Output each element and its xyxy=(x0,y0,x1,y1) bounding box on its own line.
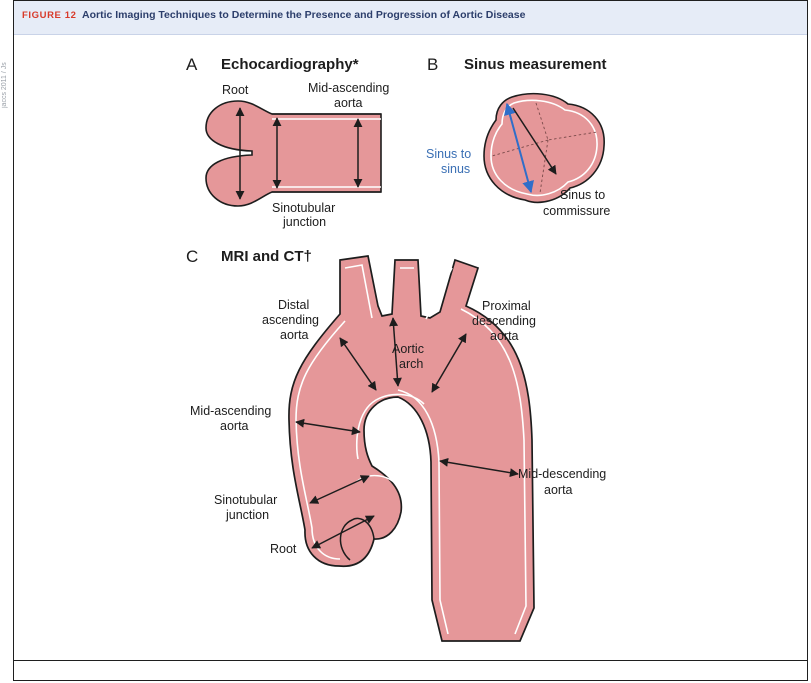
sinus-to-commissure-arrow xyxy=(512,107,557,175)
label-proximal-a: Proximal xyxy=(482,299,531,313)
panel-b-letter: B xyxy=(427,55,438,74)
label-sinus-to-commissure-a: Sinus to xyxy=(560,188,605,202)
echo-aorta-shape xyxy=(205,100,382,207)
root-arrow xyxy=(311,515,375,549)
label-root: Root xyxy=(222,83,249,97)
figure-title: Aortic Imaging Techniques to Determine t… xyxy=(82,9,526,21)
proximal-descending-arrow xyxy=(431,333,467,393)
label-distal-c: aorta xyxy=(280,328,309,342)
label-mid-asc-b: aorta xyxy=(220,419,249,433)
label-mid-desc-b: aorta xyxy=(544,483,573,497)
sinus-trefoil xyxy=(483,92,605,204)
label-proximal-c: aorta xyxy=(490,329,519,343)
panel-a: A Echocardiography* Root Mid-ascending a… xyxy=(186,55,389,229)
sinotubular-arrow xyxy=(309,475,370,504)
panel-b: B Sinus measurement Sinus to sinus Sinus… xyxy=(426,55,610,218)
label-stj-a: Sinotubular xyxy=(214,493,277,507)
commissure-lines xyxy=(491,102,598,194)
label-stj-b: junction xyxy=(225,508,269,522)
panel-c-title: MRI and CT† xyxy=(221,248,312,265)
sinus-to-sinus-arrow xyxy=(504,102,534,194)
label-sinus-to-commissure-b: commissure xyxy=(543,204,610,218)
label-mid-asc-a: Mid-ascending xyxy=(190,404,271,418)
label-arch-b: arch xyxy=(399,357,423,371)
label-sinus-to-sinus-a: Sinus to xyxy=(426,147,471,161)
label-mid-desc-a: Mid-descending xyxy=(518,467,606,481)
panel-a-letter: A xyxy=(186,55,198,74)
panel-c-letter: C xyxy=(186,247,198,266)
distal-ascending-arrow xyxy=(339,337,377,391)
label-sinotubular-b: junction xyxy=(282,215,326,229)
mid-descending-arrow xyxy=(439,457,519,478)
label-sinotubular-a: Sinotubular xyxy=(272,201,335,215)
label-mid-ascending-b: aorta xyxy=(334,96,363,110)
bottom-rule xyxy=(14,660,807,661)
panel-a-title: Echocardiography* xyxy=(221,56,359,73)
label-distal-a: Distal xyxy=(278,298,309,312)
figure-header xyxy=(14,1,807,35)
figure-number: FIGURE 12 xyxy=(22,10,77,21)
mid-ascending-arrow xyxy=(295,418,361,436)
label-mid-ascending-a: Mid-ascending xyxy=(308,81,389,95)
label-arch-a: Aortic xyxy=(392,342,424,356)
label-proximal-b: descending xyxy=(472,314,536,328)
panel-c: C MRI and CT† Distal ascending aorta Aor… xyxy=(186,247,606,642)
label-root-c: Root xyxy=(270,542,297,556)
arch-arrow xyxy=(389,317,402,387)
label-sinus-to-sinus-b: sinus xyxy=(441,162,470,176)
label-distal-b: ascending xyxy=(262,313,319,327)
panel-b-title: Sinus measurement xyxy=(464,56,607,73)
